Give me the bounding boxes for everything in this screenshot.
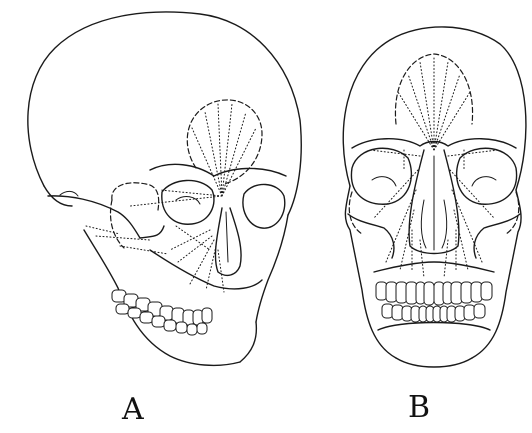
face-right-a bbox=[256, 215, 288, 322]
face-right-b bbox=[472, 190, 521, 358]
zygoma-outline-a bbox=[112, 183, 159, 210]
orbit-inner-right-b bbox=[472, 177, 496, 186]
face-left-b bbox=[345, 186, 396, 358]
upper-teeth-b bbox=[376, 282, 492, 305]
nasal-bone-a bbox=[226, 212, 228, 262]
nasal-aperture-a bbox=[215, 208, 241, 275]
ear-canal-a bbox=[60, 191, 78, 196]
jaw-dashed-a bbox=[111, 200, 125, 248]
zygoma-dash-right-b bbox=[506, 192, 519, 234]
maxilla-a bbox=[150, 250, 262, 289]
cheekbone-a bbox=[140, 226, 164, 238]
mandible-b bbox=[378, 323, 490, 331]
jaw-ramus-a bbox=[84, 230, 240, 365]
panel-label-a: A bbox=[122, 395, 144, 425]
chin-a bbox=[240, 322, 256, 362]
skull-frontal-drawing bbox=[343, 27, 526, 367]
teeth-a bbox=[112, 290, 212, 335]
zygoma-right-b bbox=[474, 214, 520, 258]
cranium-outline-b bbox=[343, 27, 526, 190]
orbit-left-a bbox=[162, 180, 214, 224]
nasal-bone-left-b bbox=[421, 200, 426, 248]
panel-label-b: B bbox=[408, 393, 430, 423]
nasal-bone-right-b bbox=[442, 200, 447, 248]
chin-b bbox=[396, 358, 472, 367]
zygomatic-arch-a bbox=[48, 196, 140, 238]
zygoma-dash-left-b bbox=[349, 192, 362, 234]
skull-oblique-drawing bbox=[28, 12, 301, 365]
maxilla-b bbox=[374, 262, 494, 272]
orbit-inner-left-b bbox=[372, 177, 396, 186]
orbit-right-a bbox=[243, 184, 285, 228]
lower-teeth-b bbox=[382, 304, 485, 322]
